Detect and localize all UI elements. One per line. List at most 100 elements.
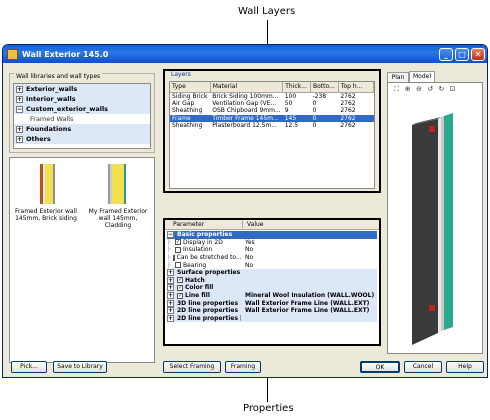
layer-cell: Sheathing (172, 122, 203, 130)
thumbnail-caption: My Framed Exterior wall 145mm, Cladding (88, 208, 148, 229)
property-value: Mineral Wool Insulation (WALL.WOOL) (245, 292, 375, 300)
help-button[interactable]: Help (446, 361, 484, 373)
property-name-cell: ├Insulation (167, 246, 241, 253)
expand-icon[interactable]: + (167, 307, 174, 315)
property-label: Display in 2D (183, 238, 223, 246)
library-tree-item[interactable]: +Others (14, 134, 150, 144)
library-tree-item[interactable]: Framed Walls (14, 114, 150, 124)
property-row[interactable]: +Surface properties (167, 268, 377, 277)
collapse-icon[interactable]: − (16, 105, 23, 113)
select-framing-button[interactable]: Select Framing (163, 361, 221, 373)
property-value: No (245, 246, 254, 254)
property-checkbox[interactable] (175, 262, 181, 269)
expand-icon[interactable]: + (167, 284, 174, 292)
ok-button[interactable]: OK (360, 361, 400, 373)
expand-icon[interactable]: + (167, 292, 174, 300)
expand-icon[interactable]: + (167, 299, 174, 307)
layer-cell: OSB Chipboard 9mm... (212, 107, 281, 115)
expand-icon[interactable]: + (167, 276, 174, 284)
properties-leader (267, 356, 268, 402)
layers-column-header[interactable]: Type (170, 82, 211, 93)
wall-grip-bottom-icon[interactable] (429, 305, 435, 311)
property-label: Color fill (185, 284, 214, 292)
library-tree-item[interactable]: +Exterior_walls (14, 84, 150, 94)
rotate-icon[interactable]: ↺ (427, 85, 434, 93)
property-row[interactable]: +✓Color fill (167, 284, 377, 292)
layers-column-header[interactable]: Thick... (282, 82, 311, 93)
pick-button[interactable]: Pick... (11, 361, 47, 373)
property-name-cell: +Surface properties (167, 269, 241, 277)
property-label: Basic properties (177, 231, 233, 239)
layer-cell: Siding Brick (172, 92, 208, 100)
tab-model[interactable]: Model (409, 71, 435, 82)
wall-grip-top-icon[interactable] (429, 126, 435, 132)
expand-icon[interactable]: + (16, 95, 23, 103)
app-icon (7, 48, 18, 60)
property-label: 2D line properties [... (177, 314, 241, 322)
reset-view-icon[interactable]: ⊡ (449, 85, 456, 93)
property-value: No (245, 254, 254, 262)
property-checkbox[interactable] (175, 246, 181, 253)
expand-icon[interactable]: + (16, 135, 23, 143)
zoom-fit-icon[interactable]: ⛶ (394, 85, 399, 93)
thumbnail-item[interactable]: My Framed Exterior wall 145mm, Cladding (86, 162, 150, 229)
thumbnail-item[interactable]: Framed Exterior wall 145mm, Brick siding (14, 162, 78, 222)
collapse-icon[interactable]: − (167, 231, 174, 239)
framing-button[interactable]: Framing (225, 361, 261, 373)
properties-panel: Parameter Value −Basic properties├✓Displ… (163, 218, 381, 346)
layer-cell: 50 (284, 99, 293, 107)
property-value: Wall Exterior Frame Line (WALL.EXT) (245, 307, 370, 315)
property-name-cell: ├Can be stretched to... (167, 254, 241, 261)
property-row[interactable]: ├Can be stretched to... No (167, 254, 377, 262)
property-row[interactable]: +2D line properties [... (167, 314, 377, 323)
property-row[interactable]: +✓Line fill Mineral Wool Insulation (WALL… (167, 291, 377, 300)
library-tree-item[interactable]: +Interior_walls (14, 94, 150, 104)
expand-icon[interactable]: + (167, 314, 174, 322)
library-tree-item[interactable]: −Custom_exterior_walls (14, 104, 150, 114)
property-label: Line fill (185, 292, 210, 300)
expand-icon[interactable]: + (167, 269, 174, 277)
property-row[interactable]: −Basic properties (167, 231, 377, 239)
property-row[interactable]: ├Insulation No (167, 246, 377, 254)
property-checkbox[interactable]: ✓ (177, 284, 183, 291)
property-name-cell: +3D line properties (167, 299, 241, 307)
property-checkbox[interactable]: ✓ (175, 239, 181, 246)
tab-plan[interactable]: Plan (387, 72, 409, 82)
layers-column-header[interactable]: Botto... (310, 82, 339, 93)
layers-column-header[interactable]: Material (210, 82, 284, 93)
tree-line-icon: ├ (167, 246, 171, 254)
expand-icon[interactable]: + (16, 85, 23, 93)
zoom-out-icon[interactable]: ⊖ (416, 85, 422, 93)
close-icon[interactable]: ✕ (471, 47, 485, 61)
property-checkbox[interactable] (172, 254, 175, 261)
property-row[interactable]: +✓Hatch (167, 276, 377, 285)
layer-cell: Ventilation Gap (VE... (212, 99, 277, 107)
expand-icon[interactable]: + (16, 125, 23, 133)
property-checkbox[interactable]: ✓ (177, 277, 183, 284)
title-bar: Wall Exterior 145.0 _ □ ✕ (3, 45, 487, 63)
rotate-back-icon[interactable]: ↻ (438, 85, 445, 93)
layer-cell: Plasterboard 12.5m... (212, 122, 277, 130)
save-to-library-button[interactable]: Save to Library (53, 361, 107, 373)
layers-column-header[interactable]: Top h... (338, 82, 374, 93)
tree-line-icon: ├ (167, 238, 171, 246)
cancel-button[interactable]: Cancel (404, 361, 442, 373)
library-tree-item[interactable]: +Foundations (14, 124, 150, 134)
maximize-icon[interactable]: □ (455, 47, 469, 61)
layer-cell: 100 (284, 92, 297, 100)
zoom-in-icon[interactable]: ⊕ (404, 85, 411, 93)
property-checkbox[interactable]: ✓ (177, 292, 183, 299)
minimize-icon[interactable]: _ (439, 47, 453, 61)
preview-panel: ⛶ ⊕ ⊖ ↺ ↻ ⊡ (387, 82, 483, 354)
